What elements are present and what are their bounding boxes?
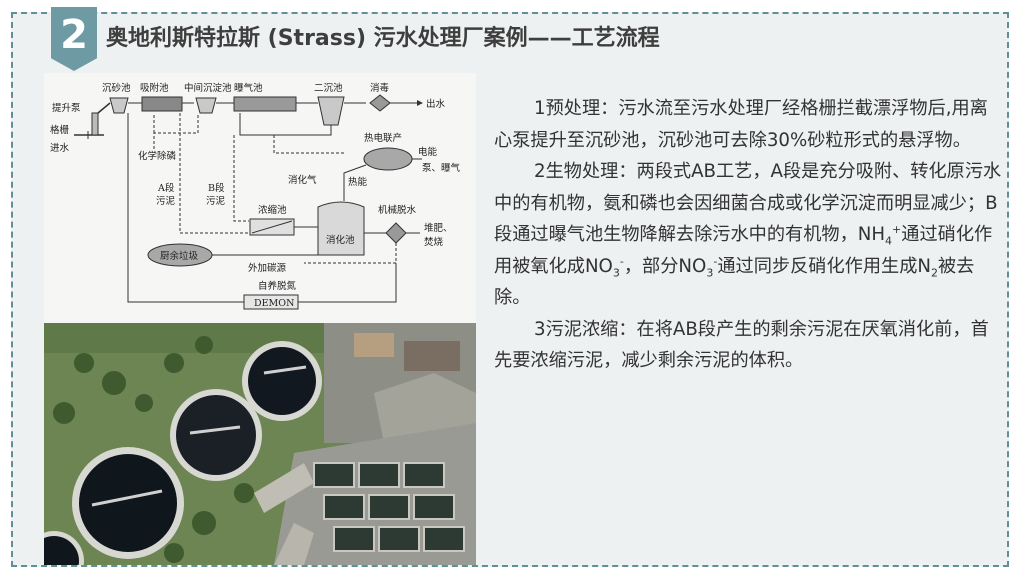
demon-return-line (127, 113, 244, 303)
intermediate-clarifier-shape (195, 97, 217, 114)
p2-part-b: 通过硝化作用被氧化成NO (494, 224, 993, 277)
label-mech-dewatering: 机械脱水 (378, 204, 417, 216)
label-digester: 消化池 (326, 234, 355, 246)
process-flow-svg: 提升泵 格栅 进水 沉砂池 吸附池 中间沉淀池 曝气池 二沉池 消毒 出水 (50, 82, 461, 310)
p2-part-d: 通过同步反硝化作用生成N (717, 255, 931, 277)
label-electricity: 电能 (418, 146, 438, 158)
nh4-sub: 4 (885, 234, 893, 248)
label-chemical-p: 化学除磷 (138, 150, 177, 162)
paragraph-sludge-thickening: 3污泥浓缩：在将AB段产生的剩余污泥在厌氧消化前，首先要浓缩污泥，减少剩余污泥的… (494, 318, 989, 372)
no3-sub: 3 (612, 266, 620, 280)
label-chp: 热电联产 (364, 132, 402, 144)
aeration-tank-shape (233, 96, 297, 112)
section-number-badge: 2 (51, 7, 97, 71)
label-kitchen-waste: 厨余垃圾 (160, 250, 199, 262)
biogas-line (343, 164, 367, 201)
label-aeration-tank: 曝气池 (234, 82, 263, 94)
label-biogas: 消化气 (288, 174, 317, 186)
no3-sup-2: - (713, 254, 718, 268)
paragraph-biological-treatment: 2生物处理：两段式AB工艺，A段是充分吸附、转化原污水中的有机物，氨和磷也会因细… (494, 156, 1004, 314)
a-sludge-line (179, 113, 249, 234)
thickener-diag (251, 220, 293, 234)
demon-right-line (298, 263, 397, 303)
p2-part-a: 2生物处理：两段式AB工艺，A段是充分吸附、转化原污水中的有机物，氨和磷也会因细… (494, 161, 1002, 245)
p2-part-c: ，部分NO (623, 255, 707, 277)
label-grit-tank: 沉砂池 (102, 82, 131, 94)
no3-sub-2: 3 (706, 266, 714, 280)
label-inflow: 进水 (50, 142, 70, 154)
lift-pipe (97, 102, 111, 114)
adsorption-tank-shape (141, 96, 183, 112)
label-a-sludge-1: A段 (157, 182, 175, 194)
plant-aerial-photo (44, 323, 476, 565)
label-b-sludge-2: 污泥 (206, 195, 226, 207)
no3-sup: - (619, 254, 624, 268)
label-outflow: 出水 (426, 98, 446, 110)
label-pump-aeration: 泵、曝气 (422, 162, 461, 174)
label-compost-2: 焚烧 (424, 236, 444, 248)
b-sludge-line (233, 135, 249, 222)
disinfection-shape (369, 94, 391, 112)
label-intermediate-clarifier: 中间沉淀池 (184, 82, 232, 94)
n2-sub: 2 (930, 266, 938, 280)
label-disinfection: 消毒 (370, 82, 390, 94)
label-secondary-clarifier: 二沉池 (314, 82, 343, 94)
label-autotrophic-n: 自养脱氮 (258, 280, 297, 292)
label-grid: 格栅 (50, 124, 70, 136)
process-flow-diagram: 提升泵 格栅 进水 沉砂池 吸附池 中间沉淀池 曝气池 二沉池 消毒 出水 (44, 73, 476, 323)
digester-shape (317, 201, 365, 256)
label-adsorption-tank: 吸附池 (140, 82, 169, 94)
lift-pump-shape (91, 112, 99, 136)
grit-tank-shape (109, 97, 129, 114)
aerial-photo-svg (44, 323, 476, 565)
label-a-sludge-2: 污泥 (156, 195, 176, 207)
nh4-sup: + (892, 222, 902, 236)
label-lift-pump: 提升泵 (52, 102, 81, 114)
description-text: 1预处理：污水流至污水处理厂经格栅拦截漂浮物后,用离心泵提升至沉砂池，沉砂池可去… (494, 93, 1004, 377)
chemical-p-line (153, 113, 199, 149)
p2-part-e: 被去除。 (494, 255, 975, 309)
label-b-sludge-1: B段 (208, 182, 225, 194)
label-external-carbon: 外加碳源 (248, 262, 287, 274)
label-compost-1: 堆肥、 (424, 223, 453, 234)
excess-sludge-line (273, 135, 344, 154)
label-heat: 热能 (348, 176, 368, 188)
label-thickener: 浓缩池 (258, 204, 287, 216)
label-demon: DEMON (254, 298, 294, 309)
slide-title: 奥地利斯特拉斯 (Strass) 污水处理厂案例——工艺流程 (106, 26, 660, 51)
paragraph-pretreatment: 1预处理：污水流至污水处理厂经格栅拦截漂浮物后,用离心泵提升至沉砂池，沉砂池可去… (494, 98, 988, 151)
chp-shape (363, 147, 413, 171)
secondary-clarifier-shape (317, 96, 345, 126)
dewatering-shape (385, 222, 407, 244)
return-sludge-line (239, 113, 332, 136)
